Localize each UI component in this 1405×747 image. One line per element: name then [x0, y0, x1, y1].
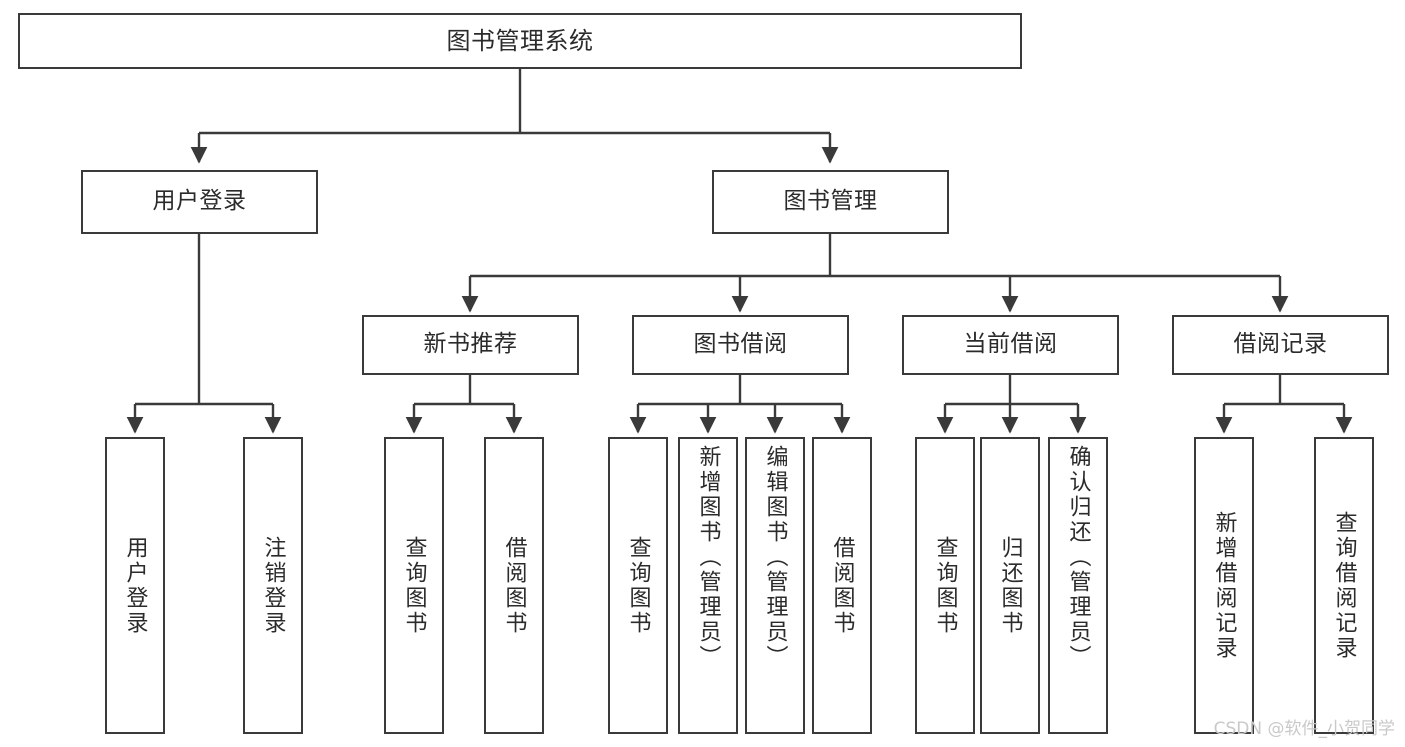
leaf-record-add-record[interactable]: 新增借阅记录 [1194, 437, 1254, 734]
node-label: 查询图书 [932, 535, 958, 636]
leaf-newbook-query-book[interactable]: 查询图书 [384, 437, 444, 734]
leaf-borrow-query-book[interactable]: 查询图书 [608, 437, 668, 734]
node-label: 归还图书 [997, 535, 1023, 636]
node-label: 当前借阅 [963, 331, 1058, 358]
leaf-borrow-borrow-book[interactable]: 借阅图书 [812, 437, 872, 734]
node-label: 确认归还（管理员） [1065, 445, 1091, 670]
node-label: 图书管理 [783, 188, 878, 215]
node-label: 借阅记录 [1233, 331, 1328, 358]
leaf-current-confirm-return-admin[interactable]: 确认归还（管理员） [1048, 437, 1108, 734]
node-label: 新增借阅记录 [1211, 510, 1237, 661]
leaf-user-logout[interactable]: 注销登录 [243, 437, 303, 734]
node-root-system[interactable]: 图书管理系统 [18, 13, 1022, 69]
node-borrow-record[interactable]: 借阅记录 [1172, 315, 1389, 375]
node-label: 新书推荐 [423, 331, 518, 358]
node-user-login[interactable]: 用户登录 [81, 170, 318, 234]
leaf-record-query-record[interactable]: 查询借阅记录 [1314, 437, 1374, 734]
node-label: 查询图书 [401, 535, 427, 636]
node-label: 用户登录 [152, 188, 247, 215]
node-label: 图书借阅 [693, 331, 788, 358]
node-new-book-recommend[interactable]: 新书推荐 [362, 315, 579, 375]
node-label: 注销登录 [260, 535, 286, 636]
leaf-user-login[interactable]: 用户登录 [105, 437, 165, 734]
watermark: CSDN @软件_小贺同学 [1213, 719, 1395, 739]
node-label: 新增图书（管理员） [695, 445, 721, 670]
node-label: 用户登录 [122, 535, 148, 636]
leaf-borrow-edit-book-admin[interactable]: 编辑图书（管理员） [745, 437, 805, 734]
leaf-borrow-add-book-admin[interactable]: 新增图书（管理员） [678, 437, 738, 734]
node-label: 编辑图书（管理员） [762, 445, 788, 670]
leaf-current-query-book[interactable]: 查询图书 [915, 437, 975, 734]
node-label: 借阅图书 [501, 535, 527, 636]
node-label: 查询图书 [625, 535, 651, 636]
leaf-newbook-borrow-book[interactable]: 借阅图书 [484, 437, 544, 734]
node-book-borrow[interactable]: 图书借阅 [632, 315, 849, 375]
node-label: 借阅图书 [829, 535, 855, 636]
node-label: 图书管理系统 [446, 26, 594, 55]
leaf-current-return-book[interactable]: 归还图书 [980, 437, 1040, 734]
node-book-management[interactable]: 图书管理 [712, 170, 949, 234]
node-label: 查询借阅记录 [1331, 510, 1357, 661]
node-current-borrow[interactable]: 当前借阅 [902, 315, 1119, 375]
